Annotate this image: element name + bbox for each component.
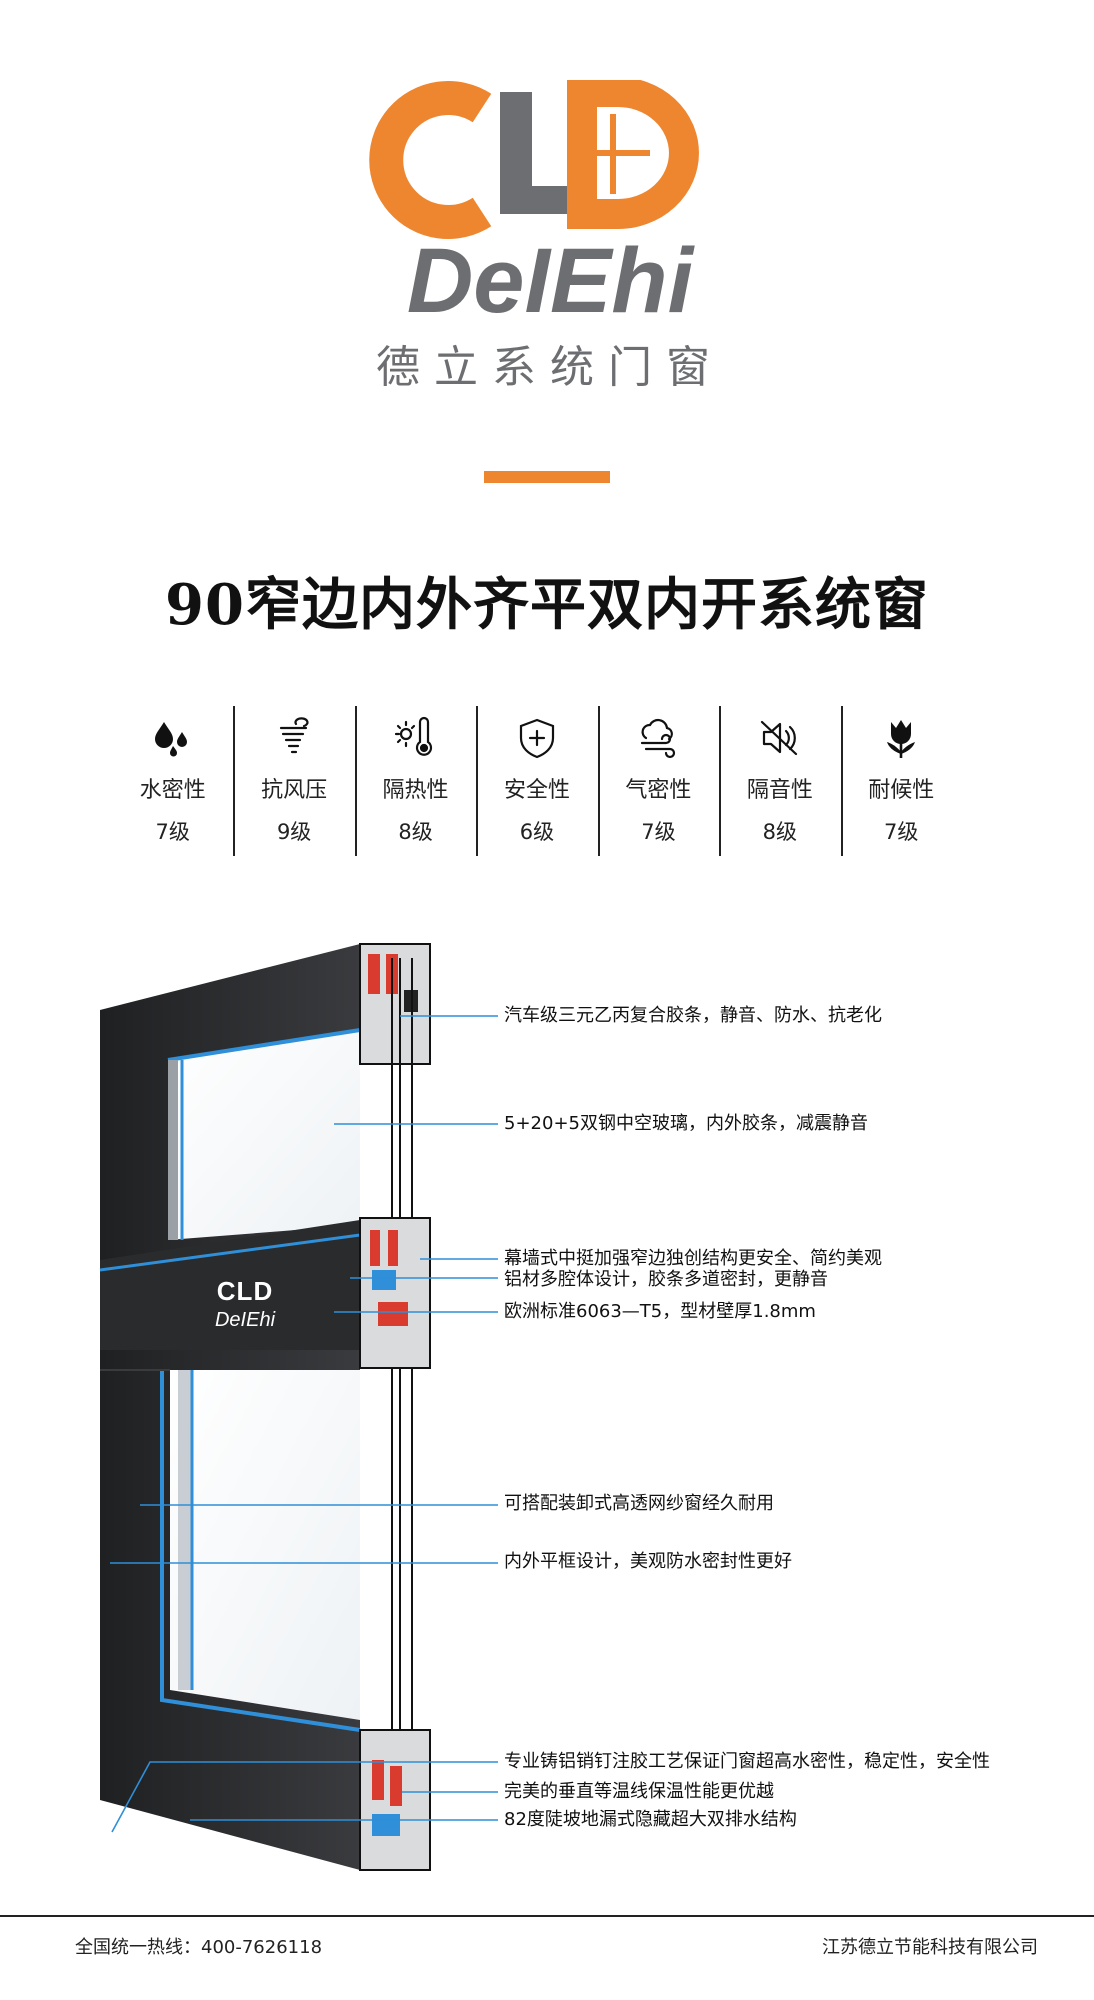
feature-grade: 7级 bbox=[884, 820, 919, 844]
cld-mark bbox=[369, 80, 699, 239]
callout-curtain-wall-mullion: 幕墙式中挺加强窄边独创结构更安全、简约美观 bbox=[504, 1248, 882, 1269]
thermometer-sun-icon bbox=[394, 716, 432, 756]
footer-divider bbox=[0, 1915, 1094, 1917]
callout-isotherm: 完美的垂直等温线保温性能更优越 bbox=[504, 1781, 774, 1802]
footer-hotline: 全国统一热线：400-7626118 bbox=[75, 1937, 323, 1958]
feature-safety: 安全性 6级 bbox=[476, 706, 597, 856]
footer-company: 江苏德立节能科技有限公司 bbox=[822, 1937, 1038, 1958]
callout-insect-screen: 可搭配装卸式高透网纱窗经久耐用 bbox=[504, 1493, 774, 1514]
callout-flush-frame: 内外平框设计，美观防水密封性更好 bbox=[504, 1551, 792, 1572]
feature-name: 气密性 bbox=[625, 778, 692, 803]
delehi-logo: DeIEhi 德立系统门窗 bbox=[369, 80, 724, 393]
feature-name: 水密性 bbox=[139, 778, 206, 803]
window-section-diagram: CLD DeIEhi bbox=[99, 943, 498, 1871]
feature-grade: 9级 bbox=[276, 820, 312, 844]
profile-cross-section bbox=[359, 943, 431, 1871]
feature-weather-resistance: 耐候性 7级 bbox=[840, 706, 962, 856]
sash-logo-mark: CLD bbox=[217, 1276, 273, 1306]
logo-chinese-name: 德立系统门窗 bbox=[376, 342, 724, 393]
speaker-mute-icon bbox=[760, 720, 797, 756]
feature-wind-resistance: 抗风压 9级 bbox=[233, 706, 354, 856]
feature-grade: 7级 bbox=[641, 820, 676, 844]
callout-multi-chamber: 铝材多腔体设计，胶条多道密封，更静音 bbox=[504, 1269, 828, 1290]
callout-cast-corner-pin: 专业铸铝销钉注胶工艺保证门窗超高水密性，稳定性，安全性 bbox=[504, 1751, 990, 1772]
feature-name: 安全性 bbox=[503, 778, 570, 803]
water-drops-icon bbox=[154, 722, 187, 757]
callout-aluminum-standard: 欧洲标准6063—T5，型材壁厚1.8mm bbox=[504, 1301, 816, 1322]
performance-ratings: 水密性 7级 抗风压 9级 隔热性 8级 安全性 6级 bbox=[112, 706, 962, 856]
feature-name: 耐候性 bbox=[868, 778, 935, 803]
feature-name: 隔音性 bbox=[746, 778, 813, 803]
feature-air-tightness: 气密性 7级 bbox=[597, 706, 719, 856]
upper-glass-pane bbox=[168, 1030, 360, 1240]
feature-heat-insulation: 隔热性 8级 bbox=[354, 706, 476, 856]
callout-drainage: 82度陡坡地漏式隐藏超大双排水结构 bbox=[504, 1809, 797, 1830]
transom-mullion bbox=[100, 1220, 360, 1350]
wind-swirl-icon bbox=[280, 717, 309, 754]
callout-epdm-seal: 汽车级三元乙丙复合胶条，静音、防水、抗老化 bbox=[504, 1005, 882, 1026]
tulip-icon bbox=[887, 720, 916, 758]
lower-glass-pane bbox=[170, 1370, 360, 1720]
feature-grade: 8级 bbox=[398, 820, 433, 844]
feature-name: 抗风压 bbox=[261, 778, 328, 803]
logo-wordmark: DeIEhi bbox=[407, 230, 696, 332]
shield-plus-icon bbox=[519, 718, 555, 759]
accent-divider bbox=[484, 471, 610, 483]
callout-insulated-glass: 5+20+5双钢中空玻璃，内外胶条，减震静音 bbox=[504, 1113, 868, 1134]
feature-name: 隔热性 bbox=[382, 778, 449, 803]
cloud-wind-icon bbox=[641, 718, 676, 759]
feature-grade: 7级 bbox=[155, 820, 190, 844]
sash-brand-name: DeIEhi bbox=[215, 1309, 276, 1331]
feature-sound-insulation: 隔音性 8级 bbox=[719, 706, 840, 856]
callout-leaders bbox=[110, 1015, 498, 1833]
feature-grade: 6级 bbox=[519, 820, 555, 844]
page-title: 90窄边内外齐平双内开系统窗 bbox=[165, 572, 929, 638]
feature-water-tightness: 水密性 7级 bbox=[112, 706, 233, 856]
feature-grade: 8级 bbox=[762, 820, 797, 844]
